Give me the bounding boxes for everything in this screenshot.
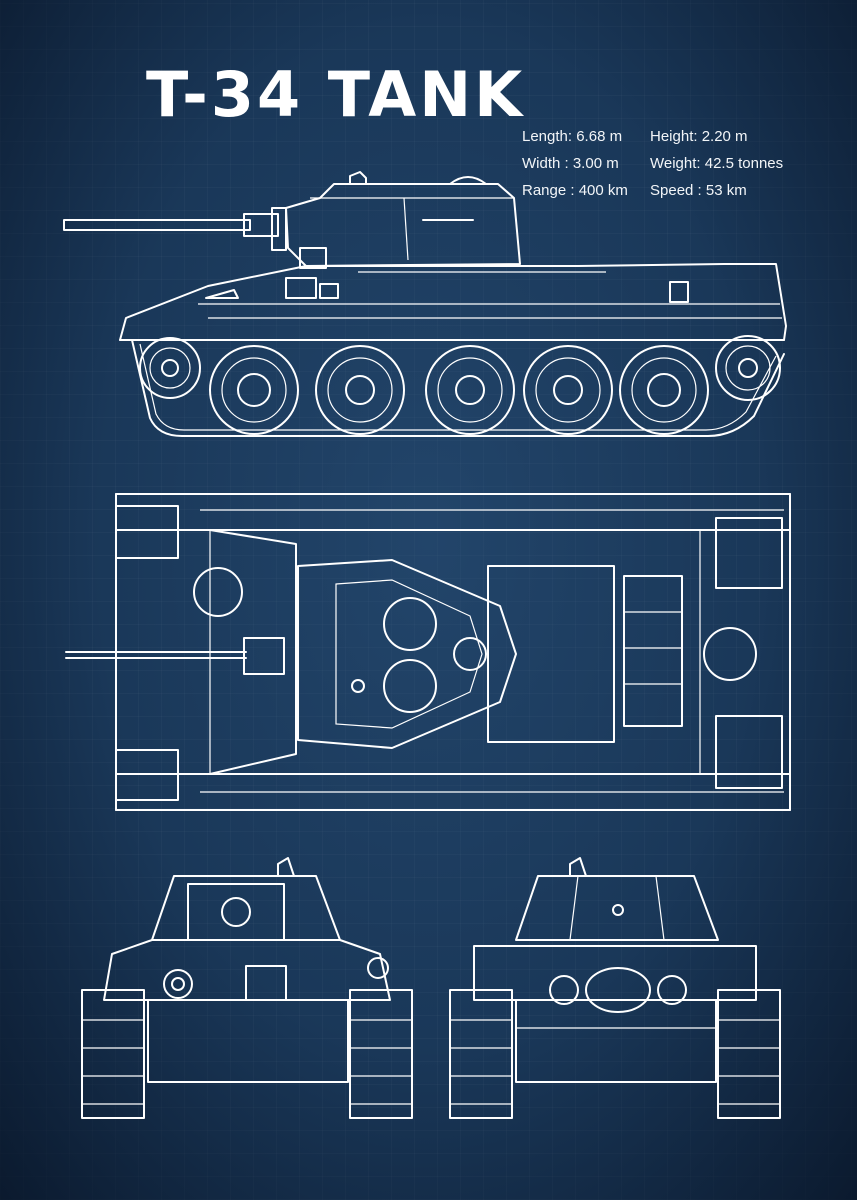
side-turret [286, 172, 520, 268]
tank-top-view [60, 488, 794, 814]
side-road-wheels [140, 336, 780, 434]
top-gun-barrel [66, 638, 284, 674]
front-hull [104, 940, 390, 1082]
front-turret [152, 858, 340, 940]
rear-turret [516, 858, 718, 940]
side-gun-barrel [64, 208, 286, 250]
page-title: T-34 TANK [146, 58, 526, 131]
side-hull [120, 264, 786, 340]
front-tracks [82, 990, 412, 1118]
spec-table: Length: 6.68 m Height: 2.20 m Width : 3.… [522, 128, 790, 200]
spec-weight: Weight: 42.5 tonnes [650, 155, 784, 172]
spec-width: Width : 3.00 m [522, 155, 619, 172]
tank-rear-view [446, 850, 784, 1124]
rear-hull [474, 946, 756, 1082]
top-engine-deck [194, 566, 756, 742]
spec-range: Range : 400 km [522, 182, 628, 199]
top-turret [298, 560, 516, 748]
spec-height: Height: 2.20 m [650, 128, 748, 145]
spec-length: Length: 6.68 m [522, 128, 623, 145]
side-track [132, 340, 784, 436]
spec-speed: Speed : 53 km [650, 182, 747, 199]
tank-front-view [78, 850, 416, 1124]
tank-side-view [58, 168, 798, 450]
rear-tracks [450, 990, 780, 1118]
